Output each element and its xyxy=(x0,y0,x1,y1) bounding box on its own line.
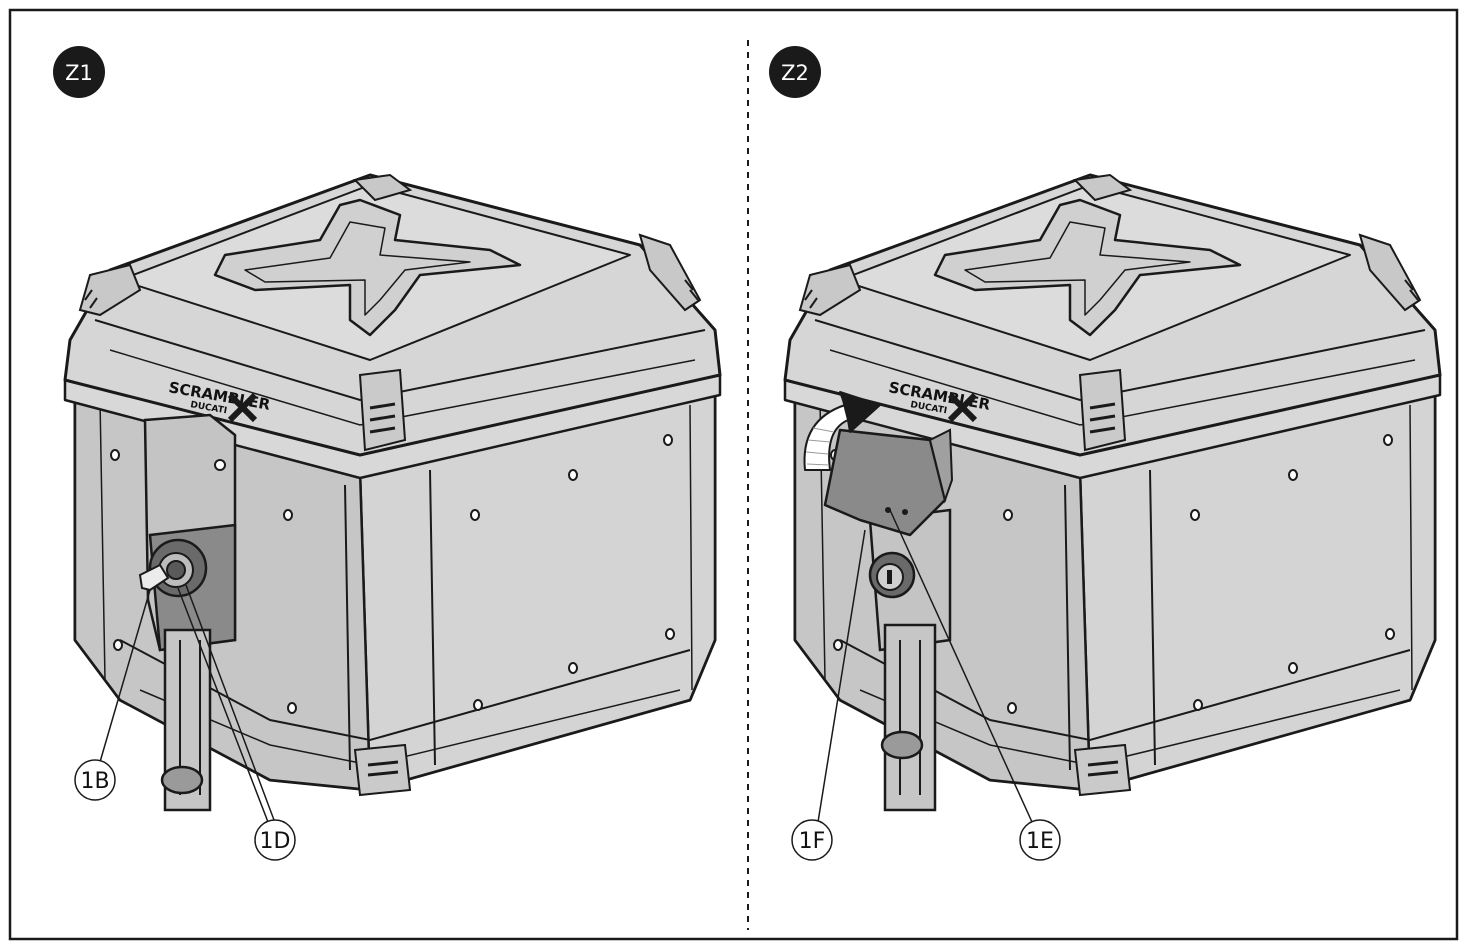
badge-z2-text: Z2 xyxy=(781,61,809,85)
callout-1b: 1B xyxy=(74,589,151,801)
panel-z2: Z2 SCRAMBLER DUCATI xyxy=(769,46,1442,861)
callout-1f-text: 1F xyxy=(799,829,826,854)
callout-1e: 1E xyxy=(889,509,1061,861)
callout-1d-text: 1D xyxy=(260,829,291,854)
latch-base-z2 xyxy=(868,508,952,812)
latch-cover-z2 xyxy=(823,428,954,537)
callout-1d: 1D xyxy=(177,584,296,861)
callout-1f: 1F xyxy=(791,529,866,861)
key-z1 xyxy=(138,563,170,592)
figure-frame xyxy=(8,8,1459,941)
panel-z1: Z1 SCRAMBLER DUCATI xyxy=(53,46,722,861)
callout-1e-text: 1E xyxy=(1026,829,1054,854)
rotation-arrow-icon xyxy=(803,391,881,471)
top-case-z1: SCRAMBLER DUCATI xyxy=(63,173,722,812)
badge-z1-text: Z1 xyxy=(65,61,93,85)
callout-1b-text: 1B xyxy=(80,769,109,794)
top-case-z2: SCRAMBLER DUCATI xyxy=(783,173,1442,812)
badge-z2: Z2 xyxy=(769,46,821,98)
lock-cylinder-z2 xyxy=(868,551,916,599)
badge-z1: Z1 xyxy=(53,46,105,98)
